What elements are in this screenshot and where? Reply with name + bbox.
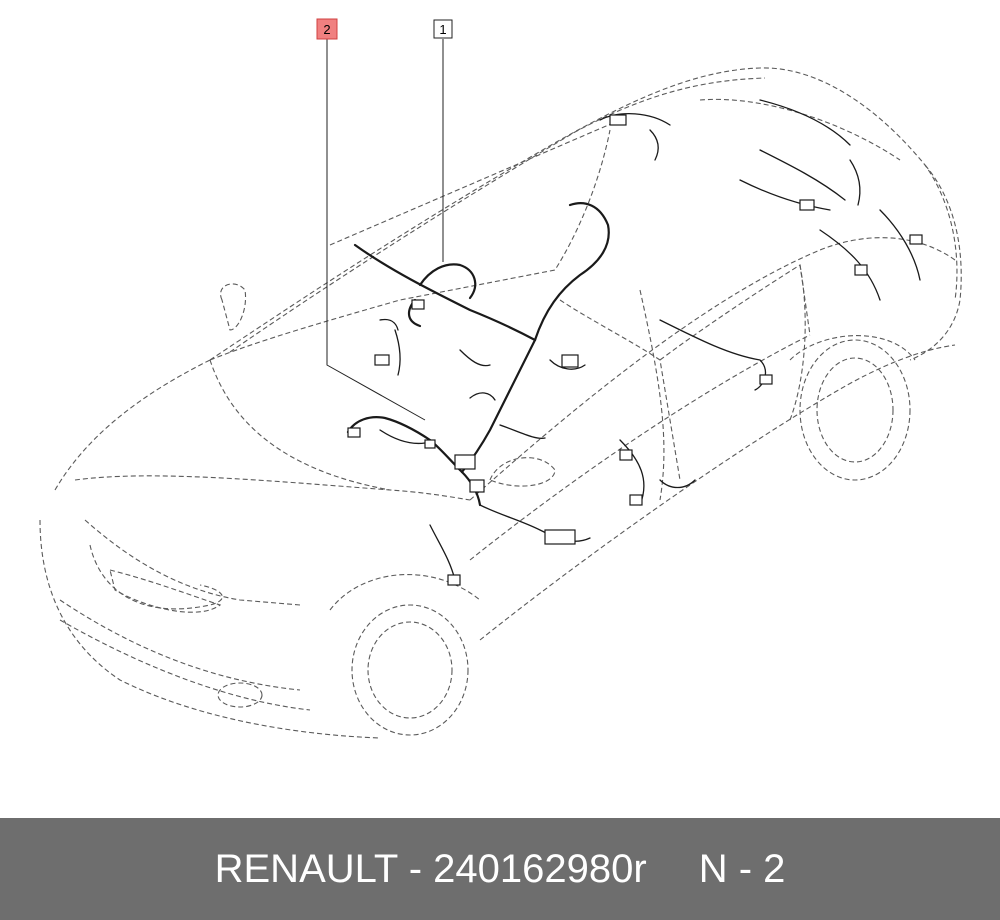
callout-1: 1 (433, 19, 453, 39)
reference-label: N - 2 (698, 846, 786, 891)
callout-2-label: 2 (323, 22, 330, 37)
footer-bar: RENAULT - 240162980r N - 2 (0, 818, 1000, 920)
callout-1-label: 1 (439, 22, 446, 37)
wiring-harness-drawing: 2 1 (39, 18, 962, 739)
callout-2: 2 (316, 18, 338, 40)
part-number-label: RENAULT - 240162980r (214, 846, 647, 891)
callout-leaders (326, 39, 444, 421)
footer-caption: RENAULT - 240162980r N - 2 (0, 818, 1000, 920)
car-outline (39, 67, 962, 739)
harness-wiring (346, 99, 921, 581)
connector-blocks (347, 114, 923, 586)
